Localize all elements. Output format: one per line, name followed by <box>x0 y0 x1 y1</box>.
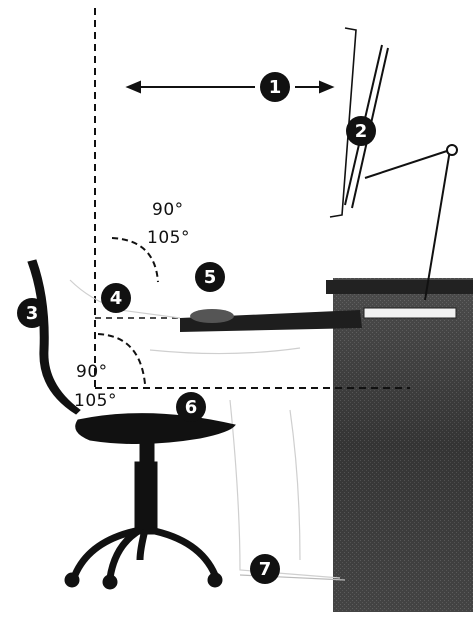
elbow-angle-min: 90° <box>152 200 184 220</box>
mouse <box>190 309 234 323</box>
desk <box>180 278 473 612</box>
chair-caster <box>102 574 118 590</box>
desk-top-edge <box>326 280 473 294</box>
marker-5-wrist: 5 <box>195 262 225 292</box>
office-chair <box>27 259 236 590</box>
marker-3-backrest: 3 <box>17 298 47 328</box>
marker-7-feet: 7 <box>250 554 280 584</box>
marker-2-monitor: 2 <box>346 116 376 146</box>
marker-6-seat: 6 <box>176 392 206 422</box>
elbow-angle-max: 105° <box>147 228 190 248</box>
keyboard <box>363 307 457 319</box>
chair-backrest <box>27 259 81 415</box>
marker-1-viewing-distance: 1 <box>260 72 290 102</box>
viewing-distance-arrow <box>125 80 335 94</box>
chair-caster <box>207 572 223 588</box>
elbow-angle-arc <box>111 237 159 283</box>
keyboard-tray <box>180 310 362 332</box>
marker-4-elbow: 4 <box>101 283 131 313</box>
chair-seat <box>75 413 236 445</box>
hip-angle-max: 105° <box>74 391 117 411</box>
chair-column-top <box>139 439 155 463</box>
chair-caster <box>64 572 80 588</box>
monitor-arm <box>364 149 451 179</box>
hip-angle-min: 90° <box>76 362 108 382</box>
monitor <box>329 27 458 301</box>
chair-base <box>71 526 219 579</box>
chair-gas-cylinder <box>134 461 158 535</box>
